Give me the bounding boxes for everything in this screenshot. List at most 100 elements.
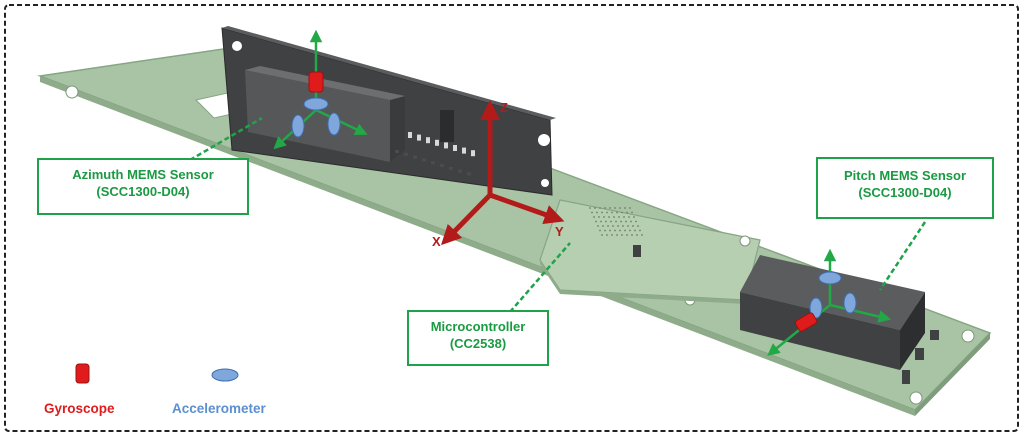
chip-dot — [605, 220, 607, 223]
chip-dot — [611, 211, 613, 214]
mounting-hole — [541, 179, 549, 187]
chip-dot — [607, 225, 609, 227]
chip-dot — [631, 211, 633, 214]
chip-dot — [631, 234, 633, 236]
chip-dot — [614, 229, 616, 232]
solder-pads — [395, 150, 471, 176]
chip-dot — [621, 234, 623, 236]
chip-dot — [624, 229, 626, 232]
chip-dot — [630, 220, 632, 223]
connector-pin — [435, 139, 439, 146]
solder-pad — [449, 166, 453, 170]
chip-dot — [591, 211, 593, 214]
chip-dot — [629, 207, 631, 209]
connector-pin — [462, 147, 466, 154]
chip-dot — [635, 220, 637, 223]
chip-dot — [608, 216, 610, 218]
mounting-hole — [65, 85, 79, 99]
azimuth-sensor-axes — [273, 29, 368, 150]
solder-pad — [404, 152, 408, 156]
pitch-label-line2: (SCC1300-D04) — [858, 185, 952, 200]
chip-dot — [616, 234, 618, 236]
connector-pin — [417, 134, 421, 141]
chip-dot — [619, 207, 621, 209]
chip-dot — [617, 225, 619, 227]
solder-pad — [467, 172, 471, 176]
chip-dot — [596, 211, 598, 214]
chip-dot — [597, 225, 599, 227]
chip-dot — [604, 229, 606, 232]
legend-gyroscope-icon — [75, 363, 90, 384]
pitch-sensor-axes — [767, 248, 892, 356]
mounting-hole — [739, 235, 751, 247]
accelerometer-icon — [291, 114, 305, 138]
dashed-frame — [4, 4, 1019, 432]
chip-dot — [618, 216, 620, 218]
chip-dot — [611, 234, 613, 236]
chip-dot — [600, 220, 602, 223]
solder-pad — [458, 169, 462, 173]
chip-dot — [604, 207, 606, 209]
azimuth-sensor-label: Azimuth MEMS Sensor (SCC1300-D04) — [37, 158, 249, 215]
connector-pin — [426, 137, 430, 144]
chip-dot — [632, 225, 634, 227]
azimuth-label-line2: (SCC1300-D04) — [96, 184, 190, 199]
chip-dot — [614, 207, 616, 209]
chip-dot — [598, 216, 600, 218]
solder-pad — [395, 150, 399, 153]
chip-dot — [616, 211, 618, 214]
microcontroller-chip-dots — [589, 207, 643, 236]
solder-pad — [422, 158, 426, 162]
chip-dot — [626, 234, 628, 236]
chip-dot — [599, 229, 601, 232]
chip-dot — [628, 216, 630, 218]
chip-dot — [609, 207, 611, 209]
microcontroller-label: Microcontroller (CC2538) — [407, 310, 549, 366]
axis-z-label: Z — [500, 100, 508, 115]
micro-label-line1: Microcontroller — [430, 319, 526, 334]
chip-dot — [629, 229, 631, 232]
chip-dot — [601, 234, 603, 236]
chip-dot — [589, 207, 591, 209]
connector-pin — [408, 132, 412, 138]
chip-dot — [593, 216, 595, 218]
azimuth-leader-line — [189, 116, 263, 162]
legend-accelerometer-label: Accelerometer — [172, 401, 266, 416]
chip-dot — [606, 211, 608, 214]
chip-dot — [639, 229, 641, 232]
connector-pins — [408, 132, 475, 157]
mounting-hole — [961, 329, 975, 343]
chip-dot — [624, 207, 626, 209]
solder-pad — [413, 155, 417, 159]
chip-dot — [623, 216, 625, 218]
accelerometer-icon — [327, 112, 341, 136]
gyroscope-icon — [308, 71, 324, 93]
azimuth-label-line1: Azimuth MEMS Sensor — [72, 167, 214, 182]
chip-dot — [595, 220, 597, 223]
chip-dot — [641, 234, 643, 236]
chip-dot — [633, 216, 635, 218]
chip-dot — [627, 225, 629, 227]
axis-y-label: Y — [555, 224, 564, 239]
chip-dot — [615, 220, 617, 223]
chip-dot — [636, 234, 638, 236]
chip-dot — [613, 216, 615, 218]
pitch-sensor-label: Pitch MEMS Sensor (SCC1300-D04) — [816, 157, 994, 219]
micro-label-line2: (CC2538) — [449, 336, 507, 351]
chip-dot — [594, 207, 596, 209]
chip-dot — [622, 225, 624, 227]
legend-accelerometer-icon — [211, 368, 239, 382]
chip-dot — [610, 220, 612, 223]
pitch-label-line1: Pitch MEMS Sensor — [843, 168, 967, 183]
gyroscope-icon — [794, 312, 818, 332]
accelerometer-icon — [809, 297, 823, 319]
chip-dot — [601, 211, 603, 214]
chip-dot — [634, 229, 636, 232]
accelerometer-icon — [303, 97, 329, 111]
connector-pin — [453, 145, 457, 151]
mounting-hole — [232, 41, 242, 51]
pitch-leader-line — [878, 221, 927, 291]
solder-pad — [440, 164, 444, 167]
